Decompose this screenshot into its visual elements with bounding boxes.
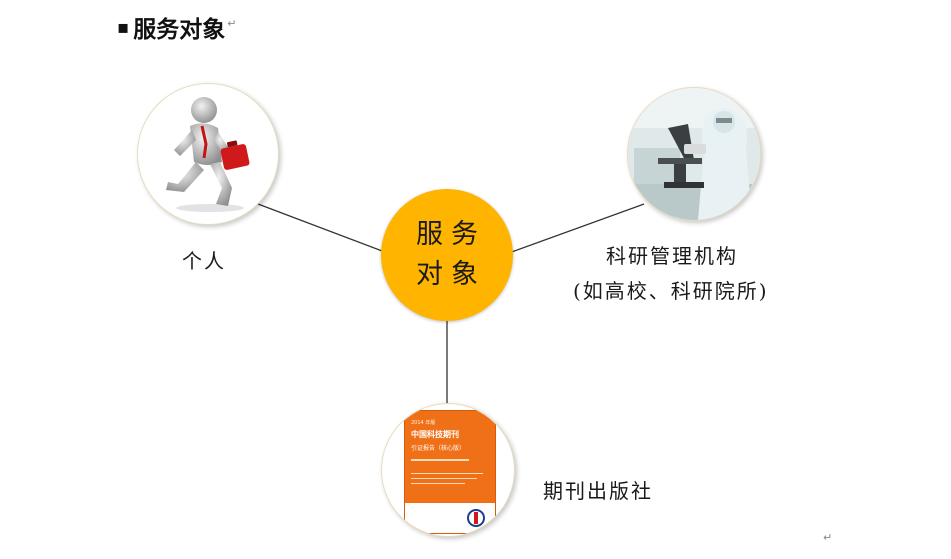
running-person-icon bbox=[166, 97, 250, 212]
label-journal-publisher: 期刊出版社 bbox=[543, 479, 653, 503]
paragraph-end-mark-icon: ↵ bbox=[823, 531, 833, 544]
node-research-institution bbox=[627, 87, 761, 221]
node-person bbox=[137, 83, 279, 225]
heading-title: 服务对象 bbox=[133, 17, 226, 43]
journal-cover-subtitle: 引证报告（核心版） bbox=[411, 445, 466, 452]
journal-cover-image: 2014 年版 中国科技期刊 引证报告（核心版） bbox=[404, 410, 496, 534]
journal-cover-rule bbox=[411, 483, 465, 484]
center-line-1: 服务 bbox=[416, 219, 486, 250]
bullet-icon: ▪ bbox=[117, 17, 130, 38]
laboratory-microscope-icon bbox=[628, 88, 760, 220]
connector-person bbox=[257, 203, 391, 255]
journal-cover-title: 中国科技期刊 bbox=[411, 430, 459, 439]
center-line-2: 对象 bbox=[416, 259, 486, 290]
section-heading: ▪服务对象↵ bbox=[117, 10, 236, 44]
center-node-service-targets: 服务 对象 bbox=[381, 189, 513, 321]
paragraph-mark-icon: ↵ bbox=[227, 17, 237, 30]
label-research-institution-examples: (如高校、科研院所) bbox=[573, 279, 769, 303]
node-journal-publisher: 2014 年版 中国科技期刊 引证报告（核心版） bbox=[381, 403, 515, 537]
journal-cover-rule bbox=[411, 459, 469, 461]
journal-cover-footer bbox=[405, 503, 495, 533]
label-research-institution: 科研管理机构 bbox=[606, 244, 738, 268]
journal-cover-rule bbox=[411, 478, 477, 479]
publisher-logo-icon bbox=[467, 509, 485, 527]
journal-cover-year: 2014 年版 bbox=[411, 420, 436, 426]
connector-lab bbox=[505, 203, 645, 255]
label-person: 个人 bbox=[182, 249, 226, 273]
journal-cover-rule bbox=[411, 473, 483, 474]
